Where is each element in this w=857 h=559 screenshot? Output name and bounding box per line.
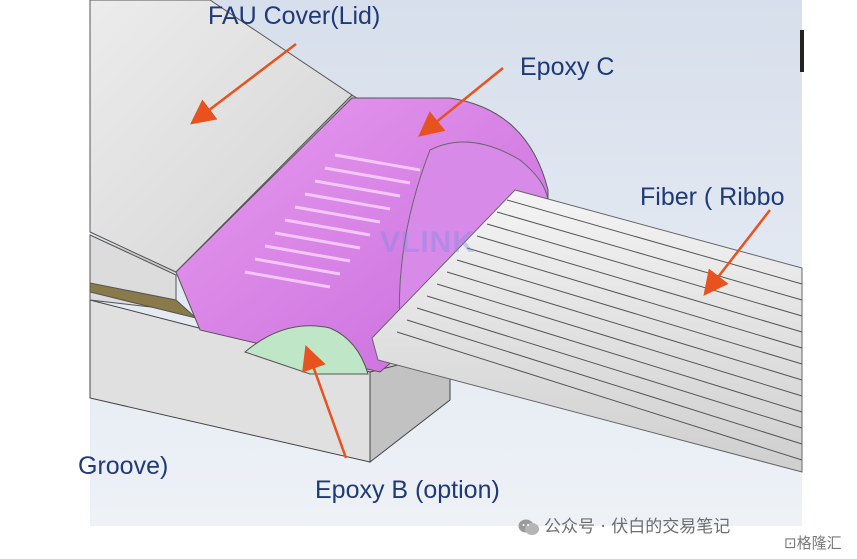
corner-logo-icon: ⊡	[784, 534, 797, 552]
corner-watermark: ⊡格隆汇	[784, 532, 842, 553]
wechat-watermark: 公众号 · 伏白的交易笔记	[518, 512, 730, 537]
corner-watermark-text: 格隆汇	[796, 534, 842, 552]
label-fau-cover: FAU Cover(Lid)	[208, 2, 381, 30]
label-epoxy-c: Epoxy C	[520, 53, 615, 81]
wechat-watermark-text: 公众号 · 伏白的交易笔记	[544, 517, 731, 537]
fiber-ribbon	[371, 189, 803, 473]
arrow-fiber	[703, 209, 771, 296]
arrow-fau-cover	[190, 43, 297, 125]
fiber-lines	[396, 199, 803, 461]
wechat-icon	[518, 519, 539, 535]
right-edge-mark	[800, 30, 804, 72]
label-epoxy-b: Epoxy B (option)	[315, 476, 500, 504]
vlink-watermark: VLINK	[380, 226, 475, 259]
arrow-epoxy-b	[302, 344, 348, 459]
epoxy-c-groove-lines	[244, 153, 421, 289]
label-groove: Groove)	[78, 452, 169, 480]
label-fiber-ribbon: Fiber ( Ribbo	[640, 183, 785, 211]
arrow-epoxy-c	[418, 67, 504, 137]
